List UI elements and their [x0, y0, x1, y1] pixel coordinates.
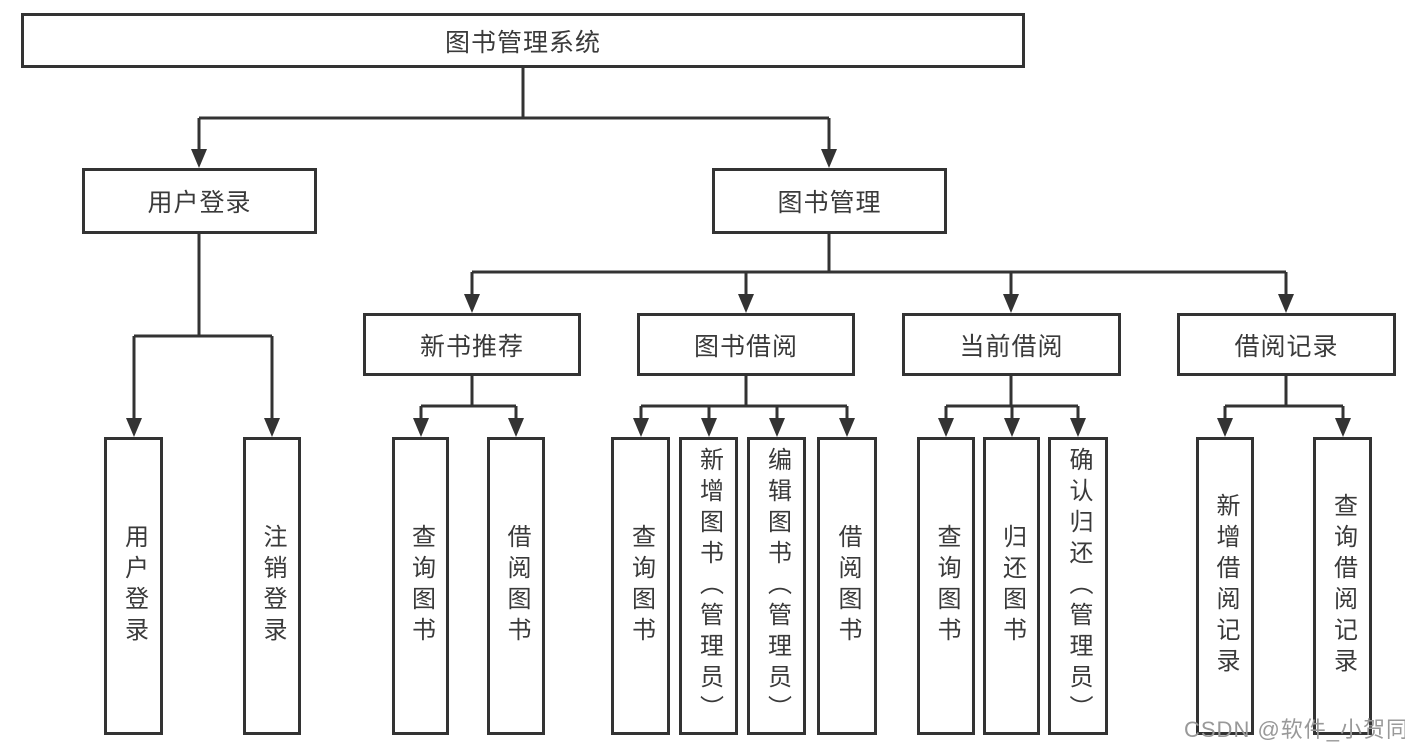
node-label: 图书借阅 [693, 332, 798, 361]
leaf-label: 查询图书 [407, 524, 435, 648]
arrow-down-icon [126, 418, 142, 437]
arrow-down-icon [464, 294, 480, 313]
node-label: 当前借阅 [959, 332, 1064, 361]
node-label: 新书推荐 [419, 332, 524, 361]
leaf-borrow-books: 借阅图书 [817, 437, 877, 735]
csdn-watermark: CSDN @软件_小贺同学 [1184, 717, 1405, 742]
leaf-label: 确认归还（管理员） [1065, 446, 1092, 726]
leaf-edit-books-admin: 编辑图书（管理员） [747, 437, 806, 735]
leaf-label: 注销登录 [259, 524, 286, 648]
arrow-down-icon [1070, 418, 1086, 437]
edges-borrow-records-to-leaves [1217, 376, 1351, 437]
node-new-book-recommend: 新书推荐 [363, 313, 581, 376]
arrow-down-icon [769, 418, 785, 437]
leaf-query-books-recommend: 查询图书 [392, 437, 449, 735]
edges-current-borrow-to-leaves [938, 376, 1086, 437]
connector-line [944, 376, 1080, 421]
leaf-label: 借阅图书 [503, 524, 530, 648]
node-label: 图书管理 [777, 189, 882, 217]
arrow-down-icon [264, 418, 280, 437]
leaf-label: 归还图书 [998, 524, 1026, 648]
leaf-label: 查询图书 [933, 524, 960, 648]
node-label: 借阅记录 [1234, 332, 1339, 361]
leaf-logout-login: 注销登录 [243, 437, 301, 735]
node-label: 图书管理系统 [444, 28, 601, 57]
node-label: 用户登录 [147, 189, 252, 217]
arrow-down-icon [821, 149, 837, 168]
arrow-down-icon [413, 418, 429, 437]
connector-line [470, 234, 1288, 297]
arrow-down-icon [839, 418, 855, 437]
arrow-down-icon [191, 149, 207, 168]
leaf-label: 新增借阅记录 [1212, 493, 1239, 679]
connector-line [419, 376, 518, 421]
leaf-label: 编辑图书（管理员） [763, 446, 791, 726]
leaf-borrow-books-recommend: 借阅图书 [487, 437, 545, 735]
arrow-down-icon [508, 418, 524, 437]
leaf-label: 查询图书 [627, 524, 655, 648]
node-current-borrow: 当前借阅 [902, 313, 1121, 376]
leaf-label: 查询借阅记录 [1329, 493, 1357, 679]
node-root-system: 图书管理系统 [21, 13, 1025, 68]
leaf-query-books-borrow: 查询图书 [611, 437, 670, 735]
arrow-down-icon [1278, 294, 1294, 313]
connector-line [132, 234, 274, 421]
arrow-down-icon [1004, 418, 1020, 437]
leaf-label: 借阅图书 [834, 524, 861, 648]
leaf-label: 新增图书（管理员） [695, 446, 723, 726]
connector-line [639, 376, 849, 421]
node-user-login: 用户登录 [82, 168, 317, 234]
leaf-add-borrow-record: 新增借阅记录 [1196, 437, 1254, 735]
connector-line [1223, 376, 1345, 421]
edges-user-login-to-leaves [126, 234, 280, 437]
node-book-management: 图书管理 [712, 168, 947, 234]
leaf-user-login: 用户登录 [104, 437, 163, 735]
leaf-confirm-return-admin: 确认归还（管理员） [1048, 437, 1108, 735]
leaf-return-books: 归还图书 [983, 437, 1040, 735]
edges-root-to-level2 [191, 68, 837, 168]
leaf-query-books-current: 查询图书 [917, 437, 975, 735]
arrow-down-icon [1217, 418, 1233, 437]
edges-new-book-recommend-to-leaves [413, 376, 524, 437]
arrow-down-icon [1003, 294, 1019, 313]
node-book-borrow: 图书借阅 [637, 313, 855, 376]
arrow-down-icon [938, 418, 954, 437]
node-borrow-records: 借阅记录 [1177, 313, 1396, 376]
edges-book-management-to-level3 [464, 234, 1294, 313]
leaf-query-borrow-record: 查询借阅记录 [1313, 437, 1372, 735]
leaf-label: 用户登录 [120, 524, 148, 648]
arrow-down-icon [633, 418, 649, 437]
arrow-down-icon [738, 294, 754, 313]
edges-book-borrow-to-leaves [633, 376, 855, 437]
arrow-down-icon [1335, 418, 1351, 437]
connector-line [197, 68, 831, 152]
leaf-add-books-admin: 新增图书（管理员） [679, 437, 738, 735]
arrow-down-icon [701, 418, 717, 437]
